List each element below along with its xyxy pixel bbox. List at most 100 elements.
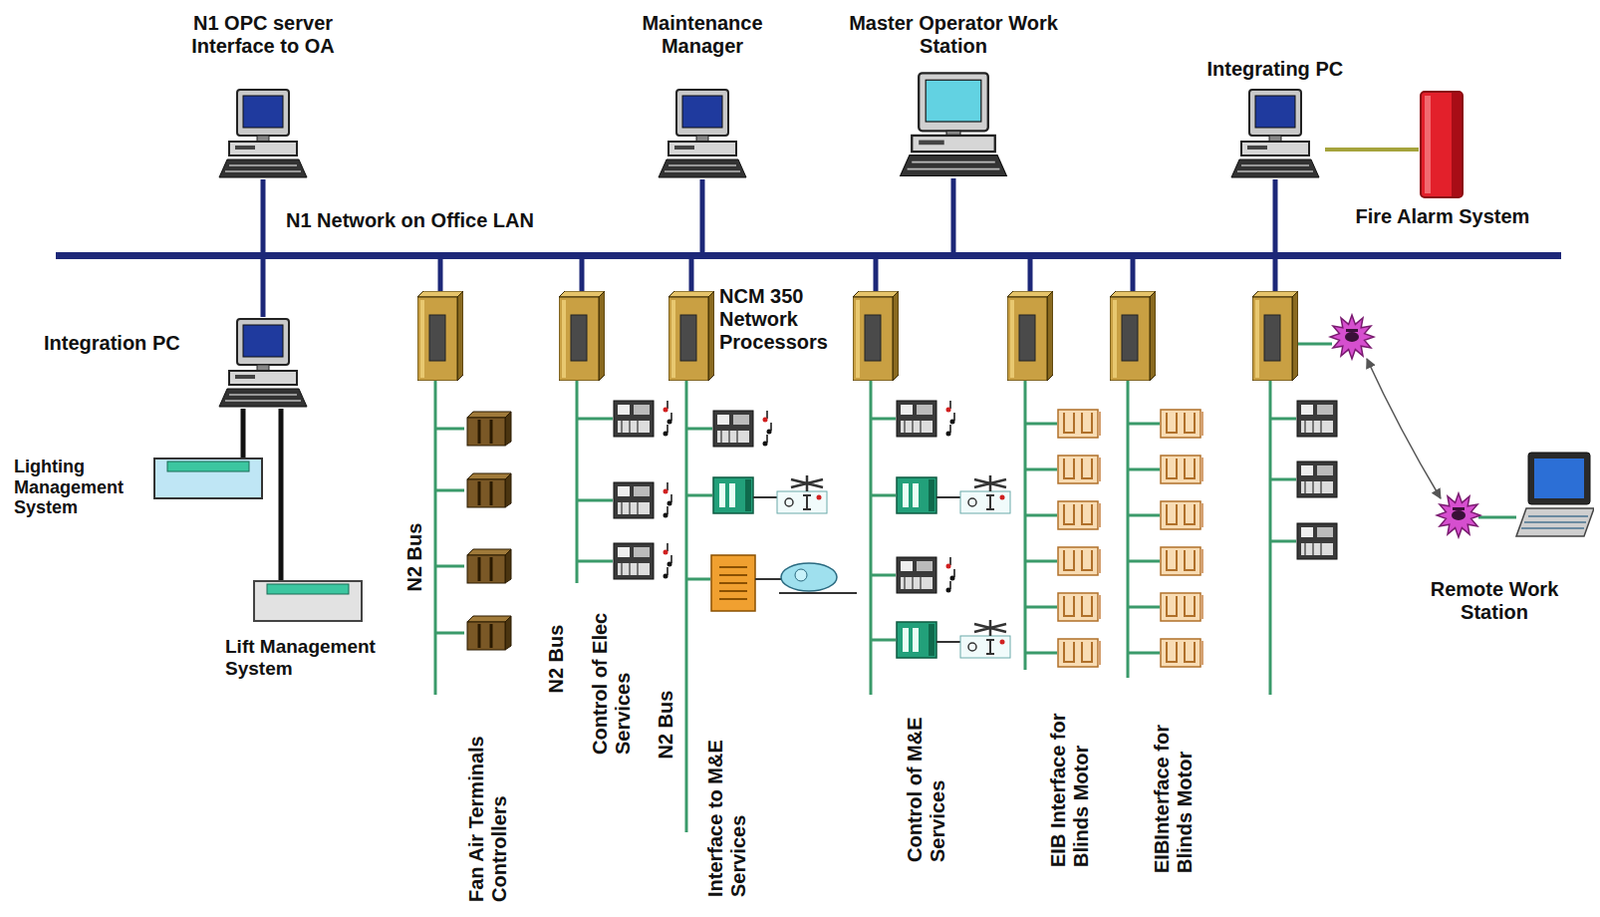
- lap-icon: [1514, 450, 1595, 538]
- pc-shape: [1231, 89, 1320, 178]
- node-label: Integration PC: [43, 331, 181, 355]
- label-holder: N2 Bus: [403, 501, 427, 591]
- pc-icon: [213, 87, 313, 180]
- fan-controller: [467, 473, 512, 508]
- eib-interface: [1160, 501, 1204, 530]
- pcbig-shape: [900, 72, 1008, 176]
- fire-alarm-panel: Fire Alarm System: [1355, 89, 1531, 229]
- workstation-pc: Integration PC: [43, 316, 313, 409]
- pc-icon: [213, 316, 313, 409]
- node-label: Integrating PC: [1207, 57, 1344, 81]
- pc-shape: [658, 89, 747, 178]
- label-holder: Fan Air Terminals Controllers: [465, 702, 512, 902]
- fan-controller: [467, 548, 512, 583]
- fire-icon: [1418, 89, 1467, 200]
- eib-interface: [1058, 501, 1101, 530]
- ncm-controller: [668, 290, 715, 381]
- network-bus: N1 Network on Office LAN: [55, 209, 1562, 260]
- eib-interface: [1160, 409, 1204, 438]
- label-holder: NCM 350 Network Processors: [719, 284, 849, 354]
- laptop-workstation: Remote Work Station: [1409, 450, 1595, 624]
- band-shape: [55, 252, 1562, 260]
- workstation-pc: Integrating PC: [1207, 57, 1344, 180]
- workstation-pc: Maintenance Manager: [622, 11, 783, 180]
- valve-controller: [896, 619, 1011, 658]
- node-label: Lighting Management System: [13, 456, 146, 519]
- pc-icon: [652, 87, 753, 180]
- eib-interface: [1058, 592, 1101, 621]
- label-holder: N2 Bus: [654, 668, 678, 759]
- label-holder: EIBInterface for Blinds Motor: [1150, 673, 1197, 873]
- label-holder: Control of M&E Services: [903, 682, 950, 862]
- bus-caption: EIB Interface for Blinds Motor: [1047, 667, 1093, 867]
- elec-controller: [1297, 461, 1337, 498]
- pc-shape: [219, 89, 307, 178]
- band-icon: [55, 252, 1562, 260]
- eib-interface: [1058, 546, 1101, 575]
- bus-caption: N2 Bus: [544, 602, 568, 693]
- network-link: [1325, 147, 1419, 152]
- ncm-controller: [1109, 290, 1156, 381]
- network-link: [951, 178, 957, 253]
- network-link: [278, 408, 284, 580]
- ncm-controller: [417, 290, 464, 381]
- pc-icon: [1225, 87, 1326, 180]
- eib-interface: [1160, 455, 1204, 484]
- network-link: [1273, 179, 1279, 253]
- elec-controller: [1297, 523, 1337, 559]
- ncm-controller: [1007, 290, 1054, 381]
- eib-interface: [1058, 409, 1101, 438]
- label-holder: Control of Elec Services: [588, 584, 635, 755]
- eib-interface: [1058, 638, 1101, 667]
- node-label: N1 OPC server Interface to OA: [173, 11, 353, 58]
- subsystem-box: Lift Management System: [225, 579, 415, 680]
- lift-icon: [253, 579, 363, 622]
- bus-caption: Fan Air Terminals Controllers: [465, 702, 512, 902]
- pcbig-icon: [895, 71, 1012, 179]
- bus-caption: N2 Bus: [403, 501, 427, 591]
- elec-controller: [1297, 400, 1337, 437]
- n2-bus-wire: [435, 343, 1517, 832]
- label-holder: Interface to M&E Services: [704, 697, 751, 897]
- elec-controller: [613, 482, 673, 519]
- network-link: [261, 259, 267, 317]
- node-label: Lift Management System: [225, 635, 415, 680]
- network-link: [241, 408, 247, 458]
- eib-interface: [1160, 638, 1204, 667]
- bus-caption: Control of Elec Services: [588, 584, 635, 755]
- elec-controller: [896, 400, 956, 437]
- network-link: [700, 179, 706, 253]
- node-label: Remote Work Station: [1409, 577, 1580, 624]
- modem-symbol: [1436, 493, 1481, 537]
- ncm-controller: [852, 290, 899, 381]
- node-label: Master Operator Work Station: [828, 11, 1078, 58]
- pc-shape: [219, 318, 307, 407]
- ncm-controller: [558, 290, 605, 381]
- bus-caption: Interface to M&E Services: [704, 697, 751, 897]
- bus-caption: N2 Bus: [654, 668, 678, 759]
- workstation-pc: Master Operator Work Station: [828, 11, 1078, 179]
- lbox-icon: [153, 457, 264, 500]
- fan-controller: [467, 615, 512, 650]
- label-holder: N2 Bus: [544, 602, 568, 693]
- elec-controller: [713, 410, 773, 447]
- valve-controller: [713, 475, 827, 514]
- elec-controller: [613, 400, 673, 437]
- subsystem-box: Lighting Management System: [13, 456, 264, 519]
- lbox-shape: [154, 458, 263, 499]
- elec-controller: [896, 556, 956, 593]
- controller-drop: [440, 257, 1276, 292]
- lift-shape: [254, 580, 362, 621]
- node-label: Fire Alarm System: [1355, 205, 1531, 229]
- bus-caption: Control of M&E Services: [903, 682, 950, 862]
- node-label: Maintenance Manager: [622, 11, 783, 58]
- modem-symbol: [1330, 314, 1374, 359]
- eib-interface: [1160, 546, 1204, 575]
- workstation-pc: N1 OPC server Interface to OA: [173, 11, 353, 180]
- eib-interface: [1058, 455, 1101, 484]
- network-link: [261, 179, 267, 253]
- fire-shape: [1420, 91, 1463, 198]
- dialup-link: [1366, 358, 1441, 499]
- node-label: N1 Network on Office LAN: [285, 209, 534, 233]
- label-holder: EIB Interface for Blinds Motor: [1047, 667, 1093, 867]
